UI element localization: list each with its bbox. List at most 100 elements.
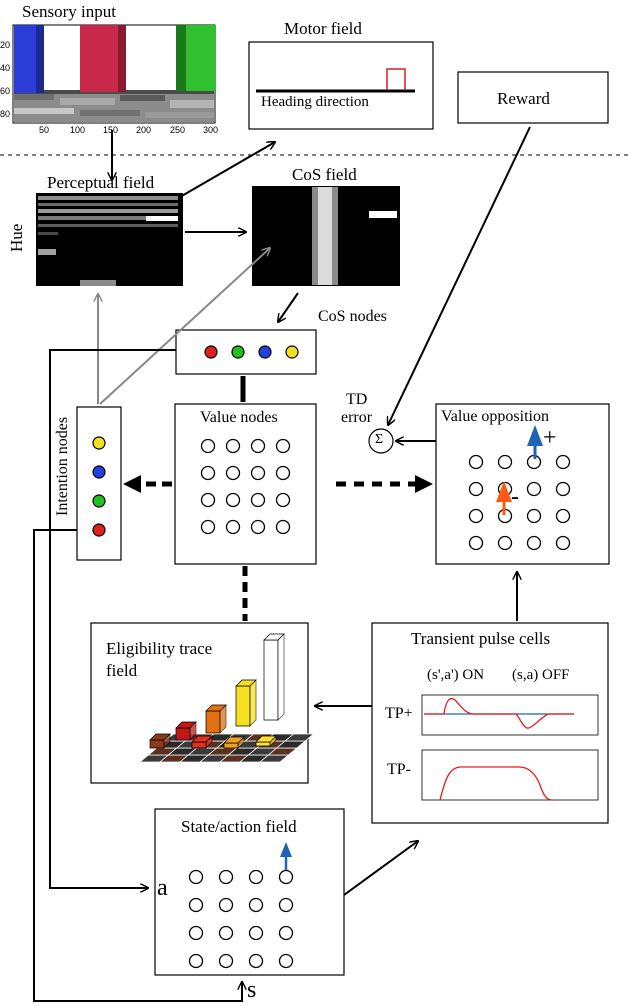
plus-label: + [543, 425, 557, 451]
motor-field-box [248, 41, 434, 130]
state-action-box [154, 808, 345, 976]
state-action-node [218, 925, 234, 941]
sum-node [368, 428, 394, 454]
sensory-x-tick: 250 [170, 125, 186, 135]
value-node [200, 465, 216, 481]
arrow-stateaction-to-transient [343, 841, 418, 896]
intention-node [92, 523, 106, 537]
state-action-node [218, 897, 234, 913]
intention-nodes-title: Intention nodes [54, 416, 71, 516]
value-node [275, 492, 291, 508]
state-action-node [278, 869, 294, 885]
tp-minus-label: TP- [387, 761, 411, 778]
state-action-node [278, 925, 294, 941]
state-action-node [218, 869, 234, 885]
state-action-node [248, 925, 264, 941]
value-node [225, 519, 241, 535]
value-opposition-box [435, 403, 610, 565]
sensory-image [12, 24, 216, 124]
value-node [275, 438, 291, 454]
sensory-input-title: Sensory input [22, 2, 116, 21]
tp-minus-plot [421, 749, 599, 801]
sensory-x-tick: 50 [39, 125, 50, 135]
value-node [225, 438, 241, 454]
state-action-grid [188, 869, 294, 969]
value-node [200, 519, 216, 535]
td-error-label: error [341, 409, 373, 426]
sensory-y-tick: 20 [0, 40, 11, 50]
tp-plus-plot [421, 694, 599, 736]
value-node [275, 519, 291, 535]
state-action-node [188, 953, 204, 969]
state-action-node [218, 953, 234, 969]
motor-field-title: Motor field [284, 19, 362, 38]
value-nodes-box [174, 403, 317, 565]
state-action-node [188, 925, 204, 941]
state-action-up-arrow-icon [280, 842, 292, 857]
value-nodes-grid [200, 438, 291, 535]
s-label: s [247, 977, 257, 1003]
state-action-node [248, 953, 264, 969]
value-opposition-node [468, 535, 484, 551]
value-opposition-node [468, 481, 484, 497]
value-node [250, 492, 266, 508]
intention-node [92, 465, 106, 479]
value-nodes-title: Value nodes [200, 409, 278, 426]
sensory-x-tick: 300 [203, 125, 219, 135]
cos-node [204, 345, 218, 359]
value-node [225, 492, 241, 508]
cos-nodes-title: CoS nodes [318, 308, 387, 325]
sensory-x-tick: 100 [70, 125, 86, 135]
value-opposition-grid [468, 454, 571, 551]
value-opposition-node [526, 508, 542, 524]
value-node [250, 465, 266, 481]
state-action-title: State/action field [181, 817, 297, 836]
value-opposition-node [555, 481, 571, 497]
sensory-y-tick: 80 [0, 109, 11, 119]
state-action-node [188, 897, 204, 913]
value-node [275, 465, 291, 481]
state-action-node [248, 869, 264, 885]
value-opposition-node [497, 454, 513, 470]
eligibility-field-label: field [106, 661, 138, 680]
sensory-y-tick: 40 [0, 63, 11, 73]
cos-node [285, 345, 299, 359]
arrow-intention-to-cos [99, 248, 270, 405]
value-opposition-node [468, 508, 484, 524]
value-opposition-node [526, 481, 542, 497]
state-action-node [278, 897, 294, 913]
arrow-perceptual-to-motor [179, 142, 275, 198]
value-opposition-node [555, 508, 571, 524]
state-action-node [248, 897, 264, 913]
reward-box [457, 71, 609, 124]
arrow-cosfield-to-cosnodes [278, 292, 299, 322]
state-action-node [188, 869, 204, 885]
a-label: a [157, 875, 168, 901]
on-label: (s',a') ON [427, 667, 485, 683]
arrow-intention-to-s [33, 529, 242, 1002]
sensory-x-tick: 150 [103, 125, 119, 135]
off-label: (s,a) OFF [512, 667, 570, 683]
hue-axis-label: Hue [7, 223, 26, 252]
perceptual-field-title: Perceptual field [47, 173, 155, 192]
value-node [200, 492, 216, 508]
state-action-node [278, 953, 294, 969]
intention-node [92, 494, 106, 508]
value-node [250, 438, 266, 454]
reward-label: Reward [497, 89, 550, 108]
cos-node [258, 345, 272, 359]
value-opposition-node [526, 535, 542, 551]
td-label: TD [346, 391, 368, 408]
arrow-cosnodes-to-a [49, 349, 176, 888]
eligibility-trace-plot [138, 633, 315, 763]
value-opposition-node [468, 454, 484, 470]
value-node [200, 438, 216, 454]
minus-label: - [511, 484, 519, 510]
value-node [225, 465, 241, 481]
sensory-y-tick: 60 [0, 86, 11, 96]
perceptual-field-image [36, 193, 183, 286]
eligibility-title: Eligibility trace [106, 639, 213, 658]
heading-direction-label: Heading direction [261, 94, 369, 110]
value-opposition-node [555, 535, 571, 551]
